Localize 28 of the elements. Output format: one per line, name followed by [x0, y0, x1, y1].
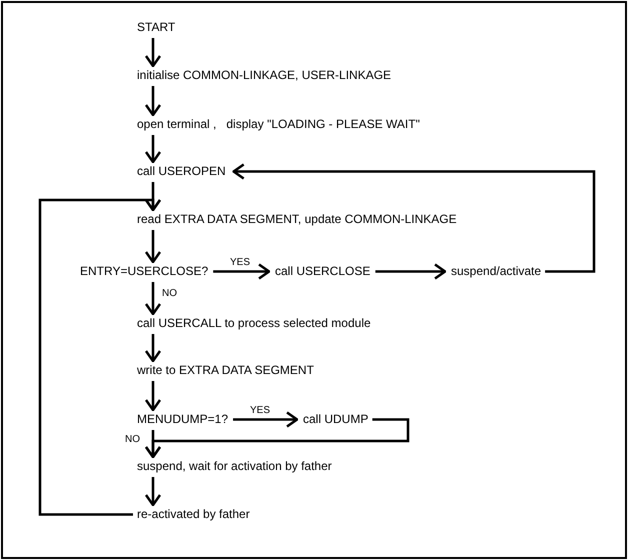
step-text: read EXTRA DATA SEGMENT, update COMMON-LINKAGE — [137, 212, 457, 227]
arrow — [144, 381, 162, 412]
arrow — [144, 334, 162, 362]
step-text: call USERCALL to process selected module — [137, 316, 371, 331]
step-text: call USEROPEN — [137, 164, 226, 179]
arrow — [144, 38, 162, 68]
arrow — [144, 477, 162, 506]
arrow — [232, 163, 596, 273]
arrow — [144, 135, 162, 164]
arrow — [144, 430, 162, 458]
arrow — [213, 263, 270, 280]
arrow — [233, 411, 298, 428]
step-text: call UDUMP — [303, 412, 368, 427]
step-text: open terminal , display "LOADING - PLEASE WAIT" — [137, 117, 420, 132]
arrow — [144, 86, 162, 116]
step-text: suspend/activate — [451, 264, 542, 279]
step-text: initialise COMMON-LINKAGE, USER-LINKAGE — [137, 68, 392, 83]
step-text: MENUDUMP=1? — [137, 412, 228, 427]
arrow — [38, 198, 162, 516]
arrow — [375, 263, 446, 280]
step-text: suspend, wait for activation by father — [137, 459, 332, 474]
step-text: START — [137, 20, 176, 35]
arrow — [144, 282, 162, 316]
step-text: write to EXTRA DATA SEGMENT — [137, 363, 314, 378]
step-text: re-activated by father — [137, 507, 250, 522]
arrow — [144, 230, 162, 264]
step-text: ENTRY=USERCLOSE? — [80, 264, 208, 279]
step-text: call USERCLOSE — [275, 264, 370, 279]
